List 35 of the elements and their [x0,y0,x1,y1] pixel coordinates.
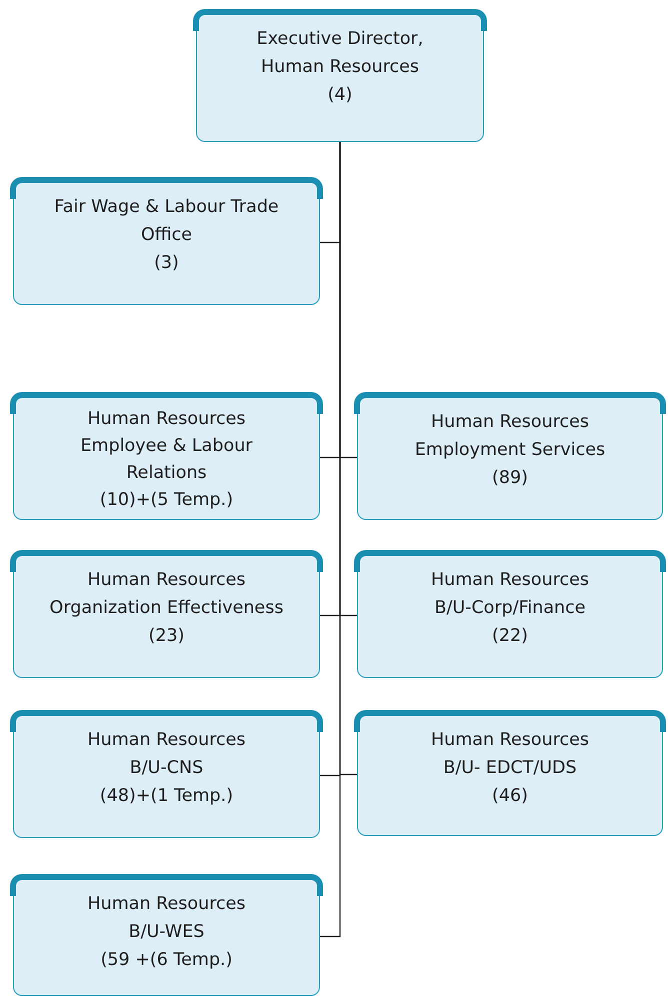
org-unit-box [13,553,320,678]
org-unit-box [357,553,663,678]
org-unit-box [357,713,663,836]
unit-name: B/U-WES [128,921,204,944]
staff-count: (59 +(6 Temp.) [100,949,232,972]
staff-count: (48)+(1 Temp.) [100,785,234,808]
staff-count: (4) [328,84,352,107]
unit-name: Human Resources [87,569,246,592]
staff-count: (23) [148,625,184,648]
unit-name: Human Resources [430,569,590,592]
org-unit-box [13,395,320,520]
staff-count: (3) [154,252,179,275]
org-unit-box [357,395,663,520]
org-unit-box [13,877,320,996]
org-unit-box [13,713,320,838]
unit-name: Human Resources [430,411,590,434]
staff-count: (22) [492,625,528,648]
unit-name: Employee & Labour Relations [79,435,254,485]
unit-name: Human Resources [87,729,246,752]
unit-name: Fair Wage & Labour Trade Office [53,196,280,247]
connector-line [320,142,341,938]
unit-name: Human Resources [87,893,246,916]
unit-name: Organization Effectiveness [50,597,284,620]
org-unit-box [13,180,320,305]
org-unit-box [196,12,484,142]
unit-name: B/U- EDCT/UDS [443,757,577,780]
unit-name: Employment Services [414,439,606,462]
unit-name: B/U-Corp/Finance [434,597,586,620]
staff-count: (46) [492,785,528,808]
unit-name: B/U-CNS [130,757,204,780]
unit-name: Human Resources [87,408,246,431]
staff-count: (89) [492,467,528,490]
unit-name: Human Resources [430,729,590,752]
staff-count: (10)+(5 Temp.) [100,489,234,512]
unit-name: Executive Director, Human Resources [256,28,424,79]
